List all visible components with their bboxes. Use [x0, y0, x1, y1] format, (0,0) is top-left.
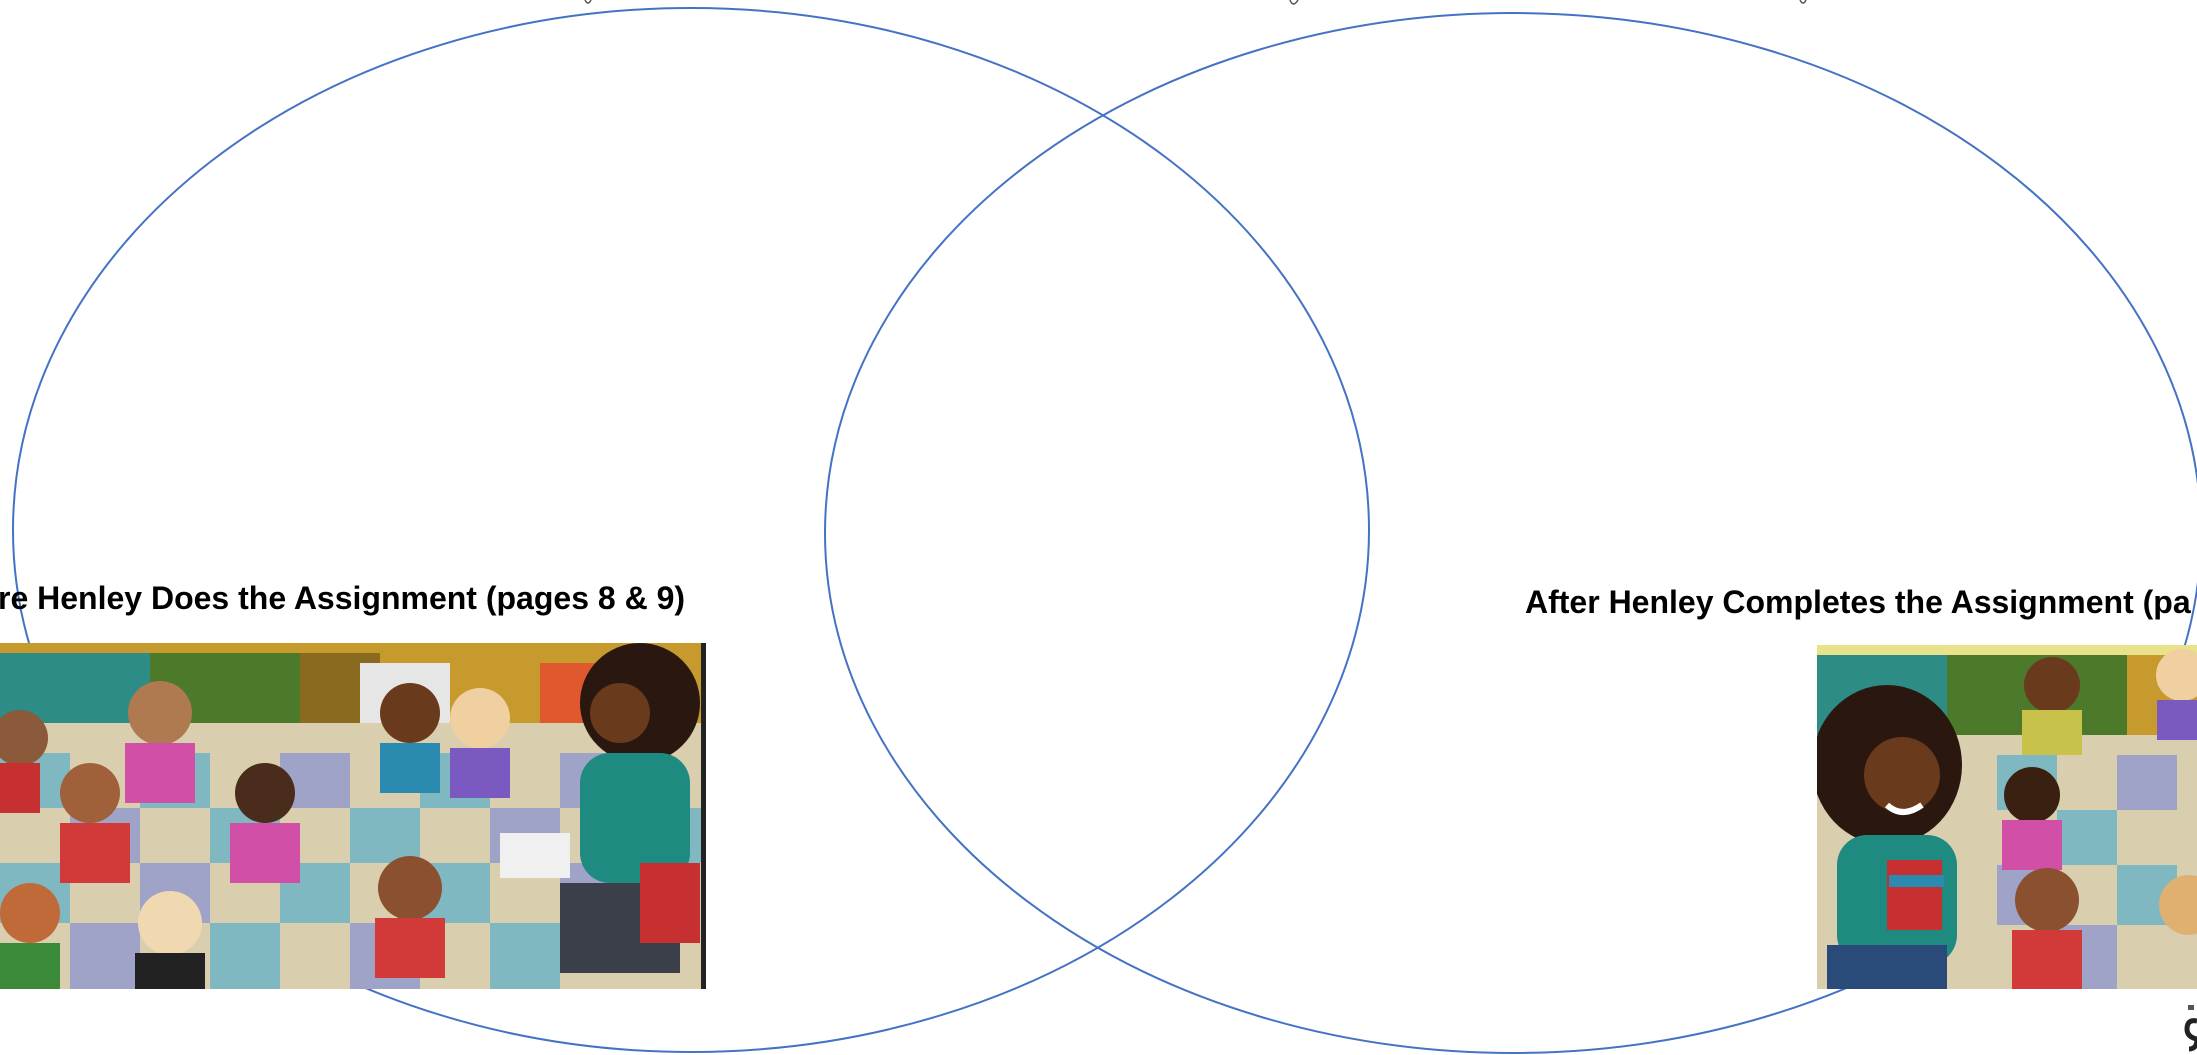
caption-before: re Henley Does the Assignment (pages 8 &… [0, 582, 685, 614]
classroom-illustration-right [1817, 645, 2197, 989]
top-text-fragment-left [585, 0, 591, 3]
classroom-illustration-left [0, 643, 706, 989]
classroom-illustration [0, 643, 706, 989]
publisher-logo-fragment [2184, 1003, 2197, 1055]
classroom-illustration [1817, 645, 2197, 989]
caption-after: After Henley Completes the Assignment (p… [1525, 586, 2191, 618]
top-text-fragment-right [1290, 0, 1806, 4]
